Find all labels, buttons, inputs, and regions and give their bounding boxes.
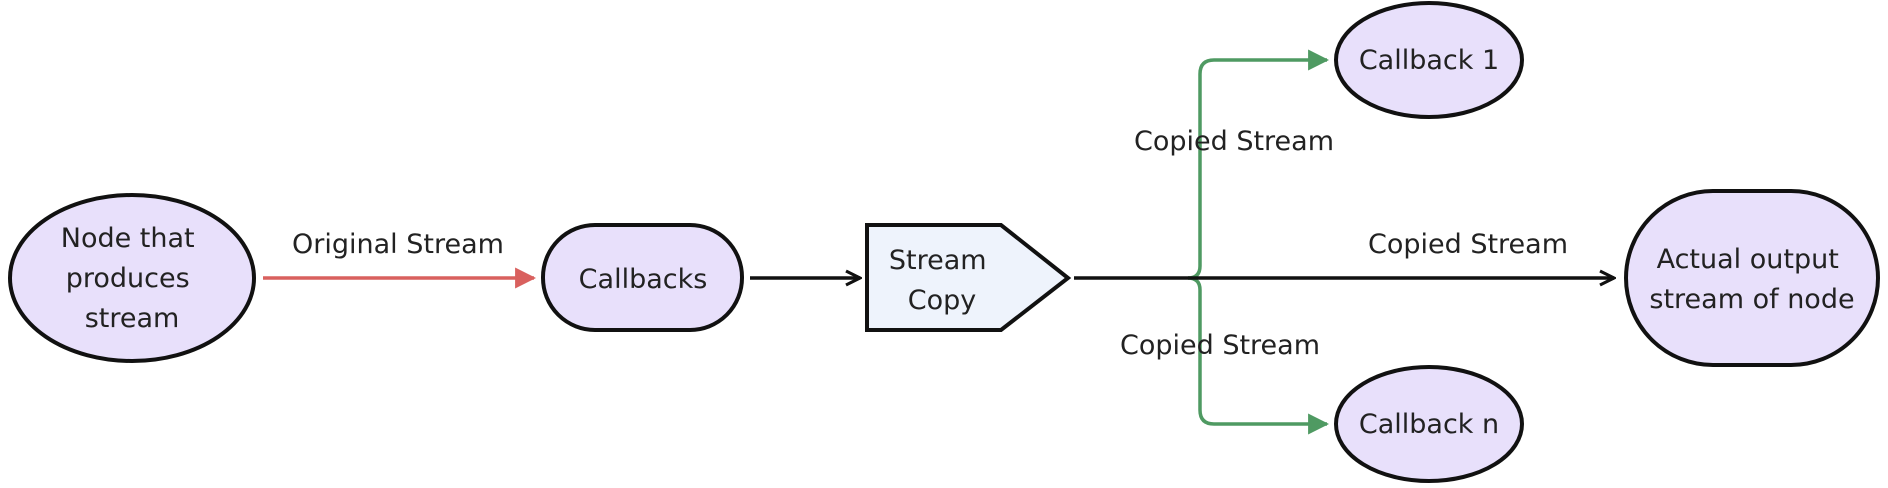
edge-label-original-stream: Original Stream xyxy=(292,229,504,260)
node-output-line-2: stream of node xyxy=(1649,284,1854,315)
node-producer-line-1: Node that xyxy=(61,223,195,254)
node-callbacks-line-1: Callbacks xyxy=(579,264,708,295)
node-callback-1: Callback 1 xyxy=(1334,1,1524,119)
node-stream-copy-label: Stream Copy xyxy=(889,245,995,316)
node-stream-copy: Stream Copy xyxy=(865,223,1072,332)
edge-label-copied-stream-output: Copied Stream xyxy=(1368,229,1568,260)
node-callback-1-line-1: Callback 1 xyxy=(1359,45,1499,76)
node-producer-line-3: stream xyxy=(85,303,180,334)
node-output-label: Actual output stream of node xyxy=(1649,244,1854,315)
node-producer-label: Node that produces stream xyxy=(61,223,203,334)
edge-copy-to-callback-1 xyxy=(1187,49,1330,280)
node-output: Actual output stream of node xyxy=(1624,189,1880,367)
node-producer: Node that produces stream xyxy=(8,193,256,363)
node-callbacks: Callbacks xyxy=(541,223,744,332)
edge-label-copied-stream-callback-n: Copied Stream xyxy=(1120,330,1320,361)
node-output-line-1: Actual output xyxy=(1657,244,1839,275)
node-callbacks-label: Callbacks xyxy=(579,264,708,295)
node-callback-n: Callback n xyxy=(1334,365,1524,483)
node-callback-n-line-1: Callback n xyxy=(1359,409,1499,440)
node-callback-1-label: Callback 1 xyxy=(1359,45,1499,76)
node-producer-line-2: produces xyxy=(66,263,190,294)
edge-label-copied-stream-callback-1: Copied Stream xyxy=(1134,126,1334,157)
node-stream-copy-line-1: Stream xyxy=(889,245,987,276)
node-callback-n-label: Callback n xyxy=(1359,409,1499,440)
node-stream-copy-line-2: Copy xyxy=(908,285,977,316)
